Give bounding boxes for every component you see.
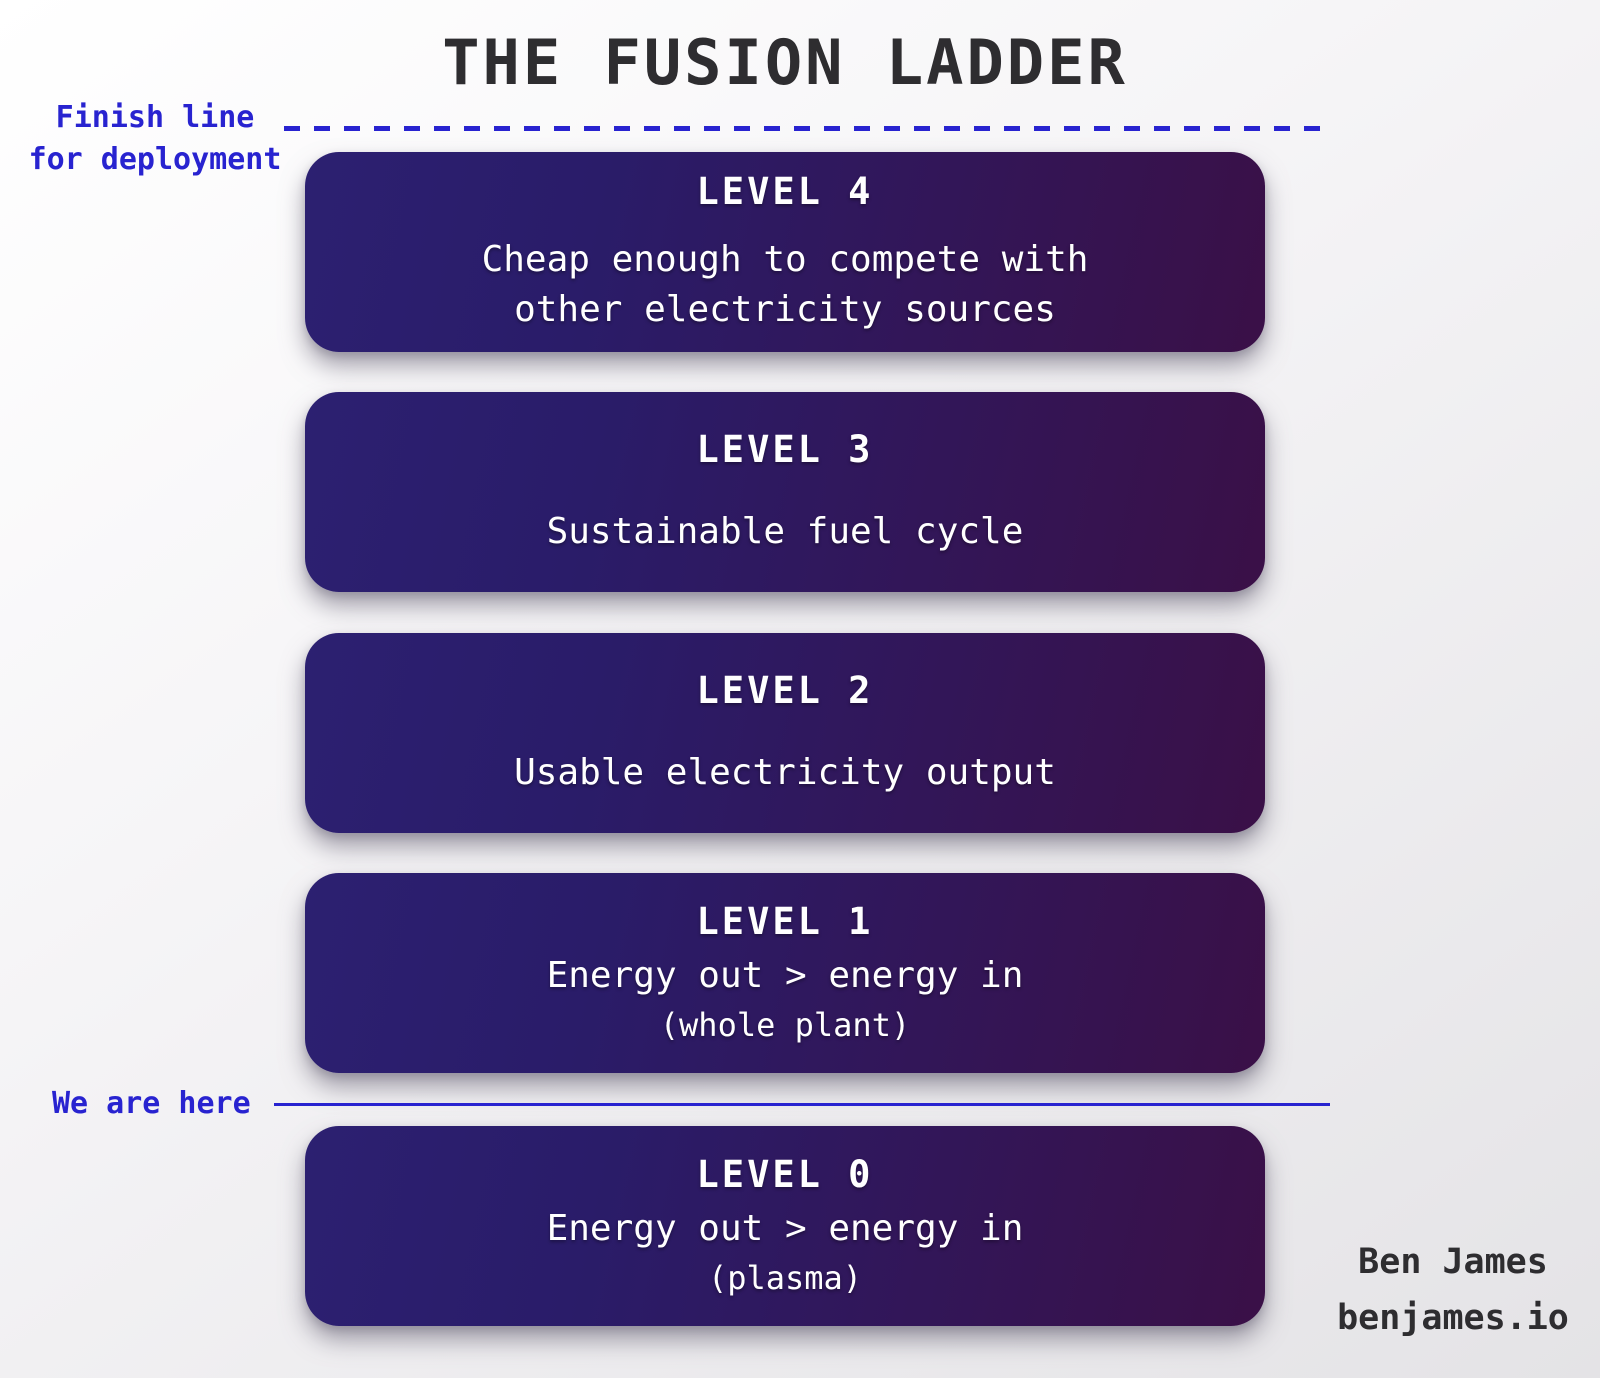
level-0-description-sub: (plasma) bbox=[707, 1258, 863, 1297]
level-0-card: LEVEL 0 Energy out > energy in (plasma) bbox=[305, 1126, 1265, 1326]
attribution-website: benjames.io bbox=[1337, 1298, 1569, 1338]
level-1-title: LEVEL 1 bbox=[696, 899, 874, 943]
finish-line-label-line1: Finish line bbox=[55, 100, 255, 135]
attribution-author: Ben James bbox=[1358, 1242, 1548, 1282]
level-2-card: LEVEL 2 Usable electricity output bbox=[305, 633, 1265, 833]
level-0-description: Energy out > energy in bbox=[546, 1207, 1024, 1249]
level-0-title: LEVEL 0 bbox=[696, 1152, 874, 1196]
finish-line-dashed-line bbox=[284, 126, 1320, 131]
level-4-card: LEVEL 4 Cheap enough to compete with oth… bbox=[305, 152, 1265, 352]
level-4-title: LEVEL 4 bbox=[696, 169, 874, 213]
level-3-card: LEVEL 3 Sustainable fuel cycle bbox=[305, 392, 1265, 592]
level-3-title: LEVEL 3 bbox=[696, 427, 874, 471]
level-4-description-line2: other electricity sources bbox=[514, 288, 1056, 330]
level-2-description: Usable electricity output bbox=[514, 751, 1056, 793]
level-2-title: LEVEL 2 bbox=[696, 668, 874, 712]
we-are-here-label: We are here bbox=[52, 1086, 251, 1121]
level-4-description-line1: Cheap enough to compete with bbox=[481, 238, 1089, 280]
finish-line-label-line2: for deployment bbox=[28, 142, 282, 177]
level-1-description-sub: (whole plant) bbox=[659, 1005, 911, 1044]
level-1-description: Energy out > energy in bbox=[546, 954, 1024, 996]
page-title: THE FUSION LADDER bbox=[442, 26, 1128, 99]
level-1-card: LEVEL 1 Energy out > energy in (whole pl… bbox=[305, 873, 1265, 1073]
we-are-here-line bbox=[274, 1103, 1330, 1106]
attribution: Ben James benjames.io bbox=[1322, 1234, 1584, 1346]
level-3-description: Sustainable fuel cycle bbox=[546, 510, 1024, 552]
finish-line-label: Finish line for deployment bbox=[14, 97, 296, 181]
